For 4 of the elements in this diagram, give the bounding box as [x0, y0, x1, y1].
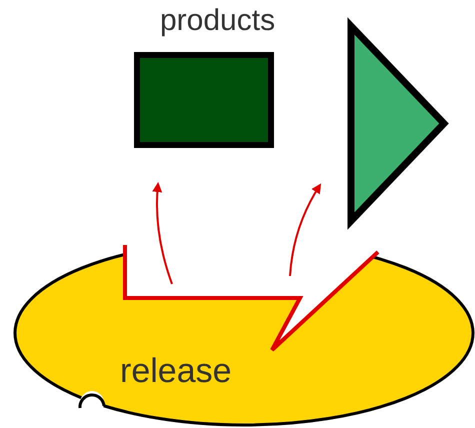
heading-label: products — [160, 4, 276, 38]
curved-arrow — [289, 183, 322, 276]
curved-arrow — [152, 182, 173, 284]
disc-label: release — [120, 352, 232, 391]
